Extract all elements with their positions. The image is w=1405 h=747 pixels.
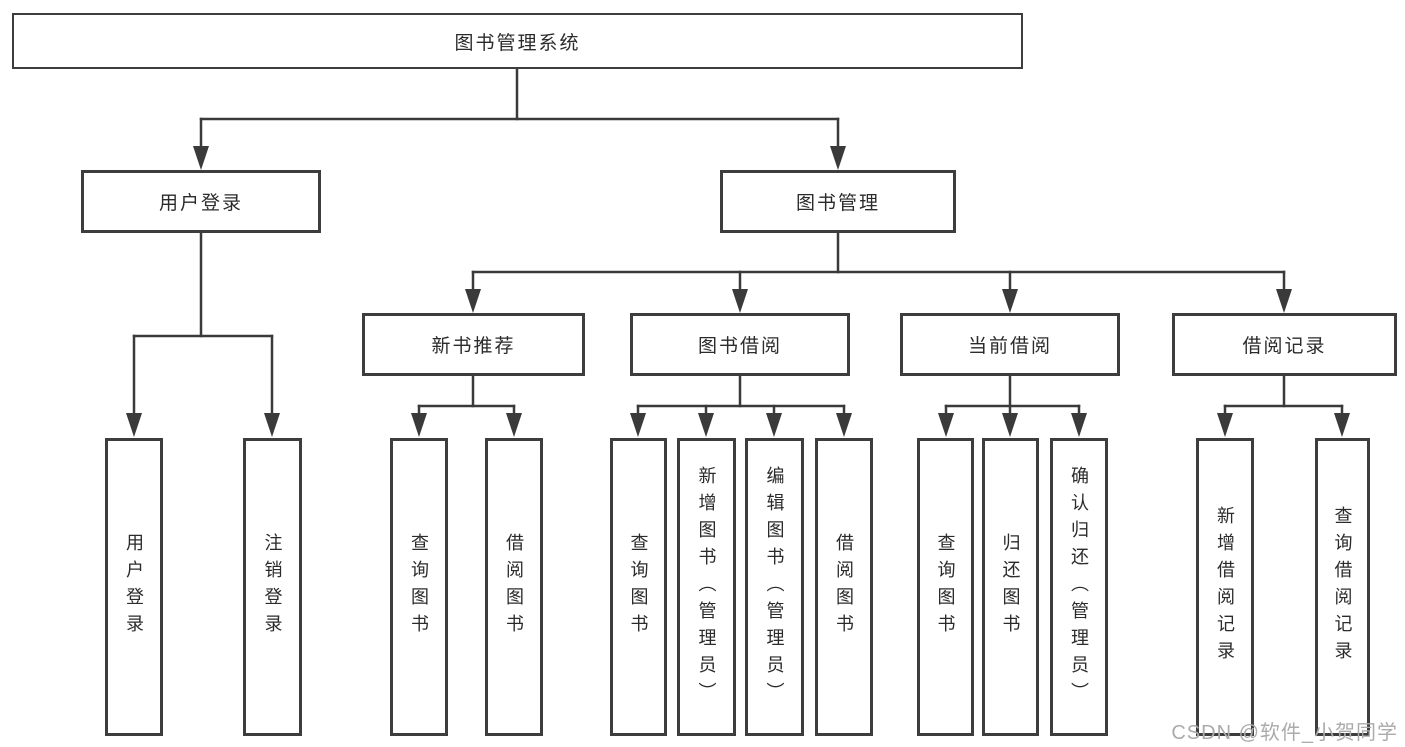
arrow-down-icon: [1002, 413, 1018, 437]
arrow-down-icon: [1217, 413, 1233, 437]
arrow-down-icon: [1002, 289, 1018, 313]
arrow-down-icon: [411, 413, 427, 437]
arrow-down-icon: [1071, 413, 1087, 437]
watermark: CSDN @软件_小贺同学: [1171, 722, 1398, 744]
arrow-down-icon: [465, 289, 481, 313]
arrow-down-icon: [1276, 289, 1292, 313]
leaf-return-book: 归还图书: [982, 438, 1039, 736]
leaf-query-book: 查询图书: [390, 438, 448, 736]
arrow-down-icon: [830, 146, 846, 170]
leaf-query-borrow-record: 查询借阅记录: [1315, 438, 1370, 736]
arrow-down-icon: [506, 413, 522, 437]
leaf-add-book-admin: 新增图书（管理员）: [677, 438, 736, 736]
arrow-down-icon: [193, 146, 209, 170]
leaf-edit-book-admin: 编辑图书（管理员）: [745, 438, 804, 736]
leaf-query-book: 查询图书: [917, 438, 974, 736]
node-user-login: 用户登录: [81, 170, 321, 233]
leaf-confirm-return-admin: 确认归还（管理员）: [1050, 438, 1108, 736]
node-book-borrow: 图书借阅: [630, 313, 850, 376]
node-new-book-rec: 新书推荐: [362, 313, 585, 376]
arrow-down-icon: [698, 413, 714, 437]
arrow-down-icon: [938, 413, 954, 437]
node-current-borrow: 当前借阅: [900, 313, 1120, 376]
node-root: 图书管理系统: [12, 13, 1023, 69]
leaf-borrow-book: 借阅图书: [485, 438, 543, 736]
arrow-down-icon: [1334, 413, 1350, 437]
arrow-down-icon: [732, 289, 748, 313]
node-borrow-record: 借阅记录: [1172, 313, 1397, 376]
arrow-down-icon: [836, 413, 852, 437]
leaf-add-borrow-record: 新增借阅记录: [1196, 438, 1254, 736]
leaf-logout-login: 注销登录: [243, 438, 302, 736]
arrow-down-icon: [264, 413, 280, 437]
leaf-borrow-book: 借阅图书: [815, 438, 873, 736]
leaf-user-login: 用户登录: [105, 438, 163, 736]
node-book-mgmt: 图书管理: [720, 170, 956, 233]
leaf-query-book: 查询图书: [610, 438, 667, 736]
arrow-down-icon: [766, 413, 782, 437]
arrow-down-icon: [630, 413, 646, 437]
arrow-down-icon: [126, 413, 142, 437]
